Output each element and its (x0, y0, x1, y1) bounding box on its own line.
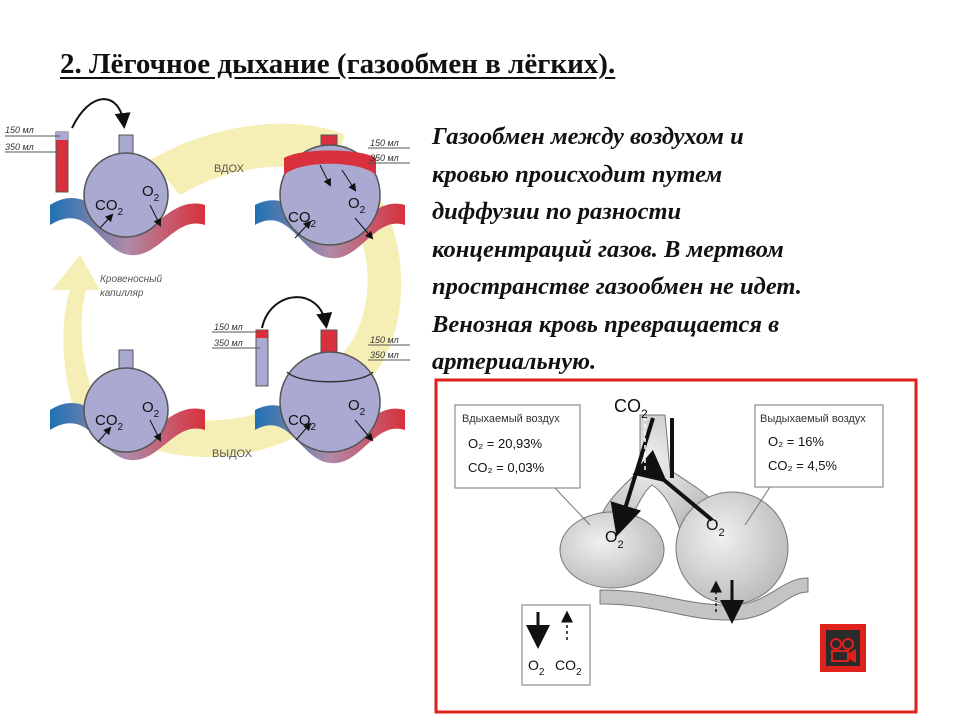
volume-column-1: 150 мл 350 мл (5, 98, 131, 193)
svg-text:O2: O2 (142, 399, 160, 420)
description-paragraph: Газообмен между воздухом и кровью происх… (432, 118, 932, 381)
alveolus-top-left: CO2 O2 (50, 134, 205, 256)
capillary-label: Кровеносный (100, 274, 163, 285)
o2-label: O2 (142, 183, 160, 204)
alveolus-bottom-right: CO2 O2 150 мл 350 мл (255, 329, 410, 464)
alveolus-top-right: CO2 O2 150 мл 350 мл (255, 134, 410, 259)
svg-text:350 мл: 350 мл (370, 350, 399, 360)
inhale-label: ВДОХ (214, 163, 245, 175)
co2-label: CO2 (95, 197, 124, 218)
svg-text:350 мл: 350 мл (370, 153, 399, 163)
paragraph-line: Газообмен между воздухом и (432, 123, 744, 150)
svg-text:150 мл: 150 мл (370, 335, 399, 345)
paragraph-line: артериальную. (432, 348, 597, 375)
paragraph-line: пространстве газообмен не идет. (432, 273, 802, 300)
paragraph-line: диффузии по разности (432, 198, 682, 225)
svg-text:150 мл: 150 мл (214, 322, 243, 332)
slide-title: 2. Лёгочное дыхание (газообмен в лёгких)… (60, 48, 616, 80)
paragraph-line: Венозная кровь превращается в (432, 310, 780, 338)
svg-text:350 мл: 350 мл (214, 338, 243, 348)
svg-text:CO2: CO2 (95, 412, 124, 433)
capillary-label: капилляр (100, 288, 144, 299)
svg-text:O2: O2 (348, 397, 366, 418)
svg-text:O2: O2 (348, 195, 366, 216)
svg-text:150 мл: 150 мл (370, 138, 399, 148)
svg-text:150 мл: 150 мл (5, 125, 34, 135)
exhale-label: ВЫДОХ (212, 448, 253, 460)
paragraph-line: кровью происходит путем (432, 160, 723, 188)
camera-icon[interactable] (820, 624, 866, 672)
paragraph-line: концентраций газов. В мертвом (432, 235, 784, 263)
alveolus-bottom-left: CO2 O2 (50, 349, 205, 461)
svg-text:350 мл: 350 мл (5, 142, 34, 152)
volume-column-2: 150 мл 350 мл (212, 296, 333, 387)
